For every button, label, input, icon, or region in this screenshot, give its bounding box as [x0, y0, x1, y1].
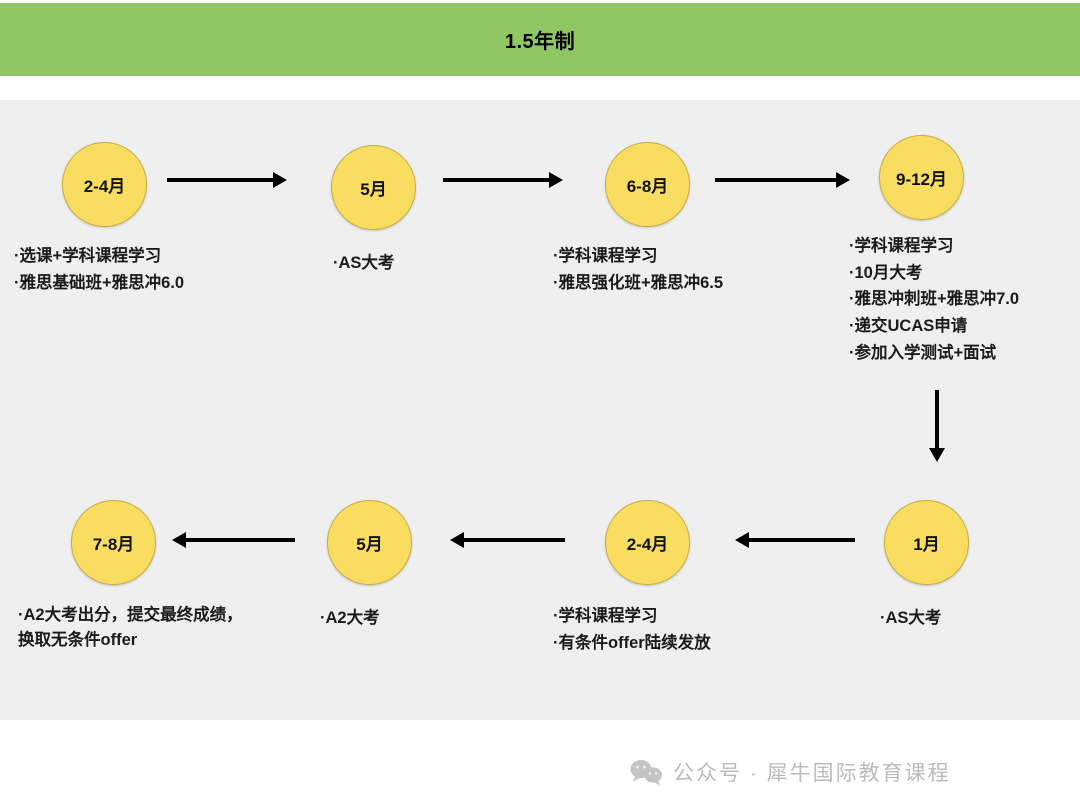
arrow-shaft [167, 178, 274, 182]
step-circle-2[interactable]: 5月 [331, 145, 416, 230]
bullet-item: ·A2大考 [320, 609, 380, 627]
bullet-item: ·雅思基础班+雅思冲6.0 [14, 273, 185, 292]
bullet-item: ·雅思强化班+雅思冲6.5 [553, 273, 724, 292]
step-circle-label-5: 1月 [913, 535, 940, 554]
header-bar: 1.5年制 [0, 3, 1080, 76]
arrow-shaft [185, 538, 295, 542]
step-circle-3[interactable]: 6-8月 [605, 142, 690, 227]
bullet-item: ·学科课程学习 [553, 607, 658, 625]
step-bullets-8: ·A2大考出分，提交最终成绩，换取无条件offer [18, 603, 248, 653]
step-circle-1[interactable]: 2-4月 [62, 142, 147, 227]
arrow-head-left-icon [172, 532, 186, 548]
step-bullets-3: ·学科课程学习 ·雅思强化班+雅思冲6.5 [553, 243, 723, 296]
step-circle-6[interactable]: 2-4月 [605, 500, 690, 585]
bullet-item: ·学科课程学习 [849, 237, 954, 255]
bullet-item: ·学科课程学习 [553, 247, 658, 265]
step-bullets-4: ·学科课程学习 ·10月大考 ·雅思冲刺班+雅思冲7.0 ·递交UCAS申请 ·… [849, 233, 1019, 367]
arrow-head-right-icon [549, 172, 563, 188]
arrow-head-left-icon [450, 532, 464, 548]
flowchart-panel: 2-4月 ·选课+学科课程学习 ·雅思基础班+雅思冲6.0 5月 ·AS大考 6… [0, 100, 1080, 785]
watermark-text: 公众号 · 犀牛国际教育课程 [673, 762, 951, 785]
arrow-shaft [935, 390, 939, 450]
step-circle-label-3: 6-8月 [626, 177, 669, 196]
bullet-item: ·A2大考出分，提交最终成绩，换取无条件offer [18, 606, 243, 650]
arrow-head-left-icon [735, 532, 749, 548]
step-bullets-2: ·AS大考 [333, 250, 394, 277]
step-circle-8[interactable]: 7-8月 [71, 500, 156, 585]
watermark: 公众号 · 犀牛国际教育课程 [630, 757, 951, 787]
step-circle-label-1: 2-4月 [83, 177, 126, 196]
arrow-shaft [443, 178, 550, 182]
step-bullets-1: ·选课+学科课程学习 ·雅思基础班+雅思冲6.0 [14, 243, 184, 296]
arrow-step5-to-step6 [735, 532, 855, 548]
step-bullets-5: ·AS大考 [880, 605, 941, 632]
bullet-item: ·参加入学测试+面试 [849, 343, 997, 362]
arrow-step7-to-step8 [172, 532, 295, 548]
step-bullets-6: ·学科课程学习 ·有条件offer陆续发放 [553, 603, 711, 656]
wechat-icon [630, 759, 664, 786]
step-circle-label-7: 5月 [356, 535, 383, 554]
arrow-step6-to-step7 [450, 532, 565, 548]
arrow-head-down-icon [929, 448, 945, 462]
arrow-shaft [463, 538, 565, 542]
arrow-head-right-icon [273, 172, 287, 188]
step-circle-7[interactable]: 5月 [327, 500, 412, 585]
step-circle-5[interactable]: 1月 [884, 500, 969, 585]
bullet-item: ·AS大考 [880, 609, 942, 627]
step-circle-4[interactable]: 9-12月 [879, 135, 964, 220]
bullet-item: ·选课+学科课程学习 [14, 247, 162, 265]
bullet-item: ·递交UCAS申请 [849, 317, 968, 336]
page-title: 1.5年制 [504, 31, 576, 53]
step-circle-label-8: 7-8月 [92, 535, 135, 554]
step-circle-label-6: 2-4月 [626, 535, 669, 554]
arrow-step3-to-step4 [715, 172, 850, 188]
bullet-item: ·雅思冲刺班+雅思冲7.0 [849, 290, 1020, 309]
arrow-shaft [748, 538, 855, 542]
arrow-step4-to-step5 [929, 390, 945, 462]
step-circle-label-4: 9-12月 [895, 170, 948, 189]
arrow-shaft [715, 178, 837, 182]
step-circle-label-2: 5月 [360, 180, 387, 199]
bullet-item: ·10月大考 [849, 263, 923, 282]
step-bullets-7: ·A2大考 [320, 605, 380, 632]
arrow-head-right-icon [836, 172, 850, 188]
arrow-step1-to-step2 [167, 172, 287, 188]
arrow-step2-to-step3 [443, 172, 563, 188]
bullet-item: ·AS大考 [333, 254, 395, 272]
bullet-item: ·有条件offer陆续发放 [553, 633, 711, 652]
